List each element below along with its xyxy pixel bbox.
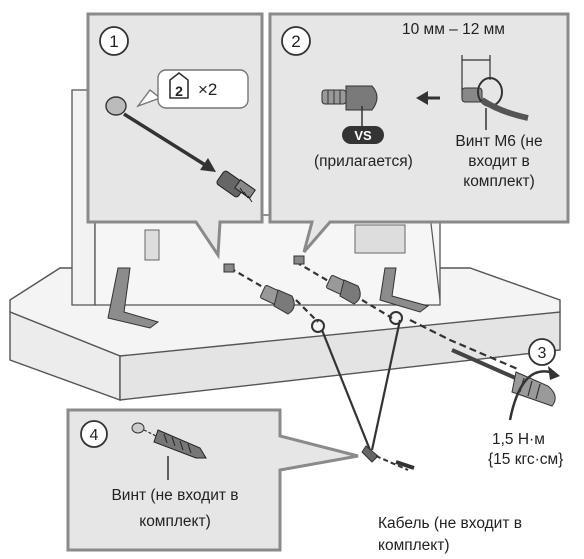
step-3-number: 3 bbox=[538, 345, 547, 362]
svg-text:VS: VS bbox=[354, 128, 372, 143]
cable-label-line-1: Кабель (не входит в bbox=[378, 514, 522, 533]
torque-label-line-2: {15 кгс·см} bbox=[488, 450, 563, 469]
screw-on-tv-right bbox=[294, 256, 304, 264]
wall-anchor bbox=[362, 446, 414, 470]
distance-label: 10 мм – 12 мм bbox=[402, 20, 505, 39]
m6-screw-label-line-2: входит в bbox=[434, 152, 564, 171]
step-1-badge: 1 bbox=[100, 27, 128, 55]
screw-on-tv-left bbox=[224, 264, 234, 272]
screw-type-number: 2 bbox=[175, 83, 183, 99]
step-1-number: 1 bbox=[109, 32, 118, 51]
step-2-number: 2 bbox=[291, 32, 300, 51]
torque-label-line-1: 1,5 Н·м bbox=[492, 430, 545, 449]
step-4-number: 4 bbox=[90, 427, 99, 444]
step-3-badge: 3 bbox=[529, 339, 555, 365]
screw-hole-icon bbox=[106, 97, 126, 115]
m6-screw-label-line-3: комплект) bbox=[434, 172, 564, 191]
vs-badge: VS bbox=[342, 126, 384, 144]
supplied-label: (прилагается) bbox=[314, 152, 413, 171]
step-4-badge: 4 bbox=[81, 421, 107, 447]
wood-screw-label-line-1: Винт (не входит в bbox=[70, 486, 280, 505]
wood-screw-label-line-2: комплект) bbox=[70, 512, 280, 531]
screw-count: ×2 bbox=[198, 80, 217, 99]
m6-screw-label-line-1: Винт M6 (не bbox=[434, 132, 564, 151]
cable-label-line-2: комплект) bbox=[378, 536, 450, 555]
step-2-badge: 2 bbox=[282, 27, 310, 55]
